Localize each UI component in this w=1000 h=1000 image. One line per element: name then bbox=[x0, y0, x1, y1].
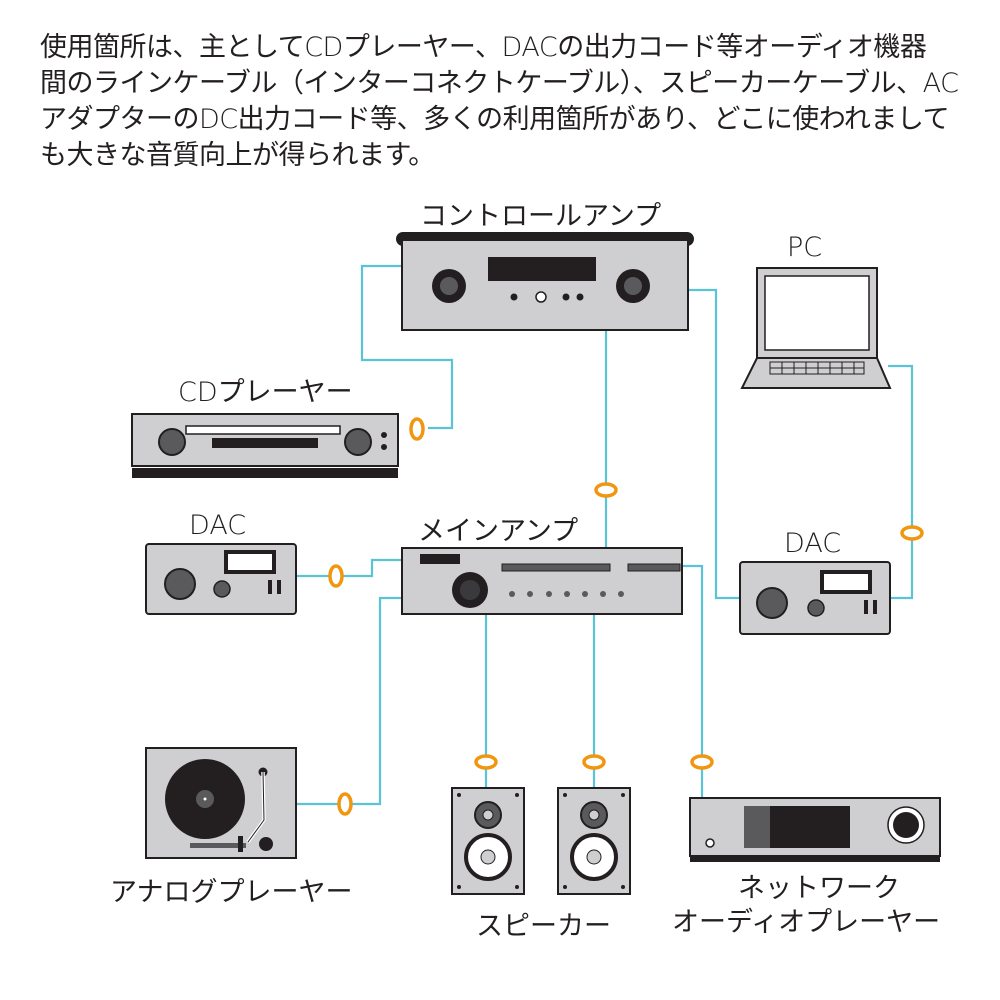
network-audio-player bbox=[689, 797, 941, 862]
pc-laptop bbox=[740, 267, 892, 389]
speaker-left bbox=[451, 787, 525, 895]
control-amp-display bbox=[488, 257, 596, 281]
main-amp bbox=[401, 547, 683, 615]
intro-line-2: 間のラインケーブル（インターコネクトケーブル）、スピーカーケーブル、AC bbox=[40, 68, 959, 99]
label-main-amp: メインアンプ bbox=[418, 516, 579, 547]
cables bbox=[296, 264, 914, 806]
label-analog-player: アナログプレーヤー bbox=[110, 877, 353, 908]
control-amp bbox=[396, 232, 694, 331]
dac-right bbox=[739, 561, 891, 635]
label-network-player-line2: オーディオプレーヤー bbox=[672, 907, 941, 938]
ferrite-ring-speaker-right bbox=[582, 754, 606, 770]
cd-display bbox=[212, 438, 318, 448]
cable-control-to-cd bbox=[360, 264, 454, 430]
cable-control-to-dac-right bbox=[688, 288, 740, 600]
ferrite-ring-dac-left bbox=[328, 564, 344, 588]
network-player-knob bbox=[893, 812, 919, 838]
ferrite-ring-pc-dac bbox=[900, 525, 924, 541]
ferrite-ring-network bbox=[690, 754, 714, 770]
label-pc: PC bbox=[787, 232, 823, 263]
turntable bbox=[145, 747, 297, 859]
dac-left bbox=[145, 543, 297, 615]
ferrite-rings bbox=[328, 417, 924, 816]
intro-line-1: 使用箇所は、主としてCDプレーヤー、DACの出力コード等オーディオ機器 bbox=[40, 32, 927, 63]
intro-line-4: も大きな音質向上が得られます。 bbox=[40, 140, 435, 171]
dac-left-display bbox=[224, 550, 276, 574]
pc-screen bbox=[764, 275, 870, 351]
label-dac-right: DAC bbox=[784, 528, 842, 559]
intro-text: 使用箇所は、主としてCDプレーヤー、DACの出力コード等オーディオ機器 間のライ… bbox=[40, 30, 980, 174]
label-control-amp: コントロールアンプ bbox=[420, 201, 662, 232]
cd-tray bbox=[185, 425, 341, 435]
intro-line-3: アダプターのDC出力コード等、多くの利用箇所があり、どこに使われまして bbox=[40, 104, 950, 135]
cable-main-to-turntable bbox=[296, 596, 402, 806]
pc-keyboard-icon bbox=[769, 361, 865, 375]
label-speaker: スピーカー bbox=[476, 911, 611, 942]
label-cd-player: CDプレーヤー bbox=[178, 377, 353, 408]
cable-main-to-network bbox=[682, 564, 704, 800]
cable-dac-left-to-main bbox=[296, 558, 402, 578]
network-player-display bbox=[770, 806, 850, 848]
cable-pc-to-dac-right bbox=[888, 364, 914, 600]
cd-player bbox=[131, 413, 399, 478]
label-network-player-line1: ネットワーク bbox=[738, 873, 900, 904]
label-dac-left: DAC bbox=[189, 510, 247, 541]
ferrite-ring-cd bbox=[409, 417, 425, 441]
ferrite-ring-turntable bbox=[337, 792, 353, 816]
dac-right-display bbox=[820, 570, 872, 594]
speaker-right bbox=[557, 787, 631, 895]
ferrite-ring-control-main bbox=[594, 482, 618, 498]
ferrite-ring-speaker-left bbox=[474, 754, 498, 770]
